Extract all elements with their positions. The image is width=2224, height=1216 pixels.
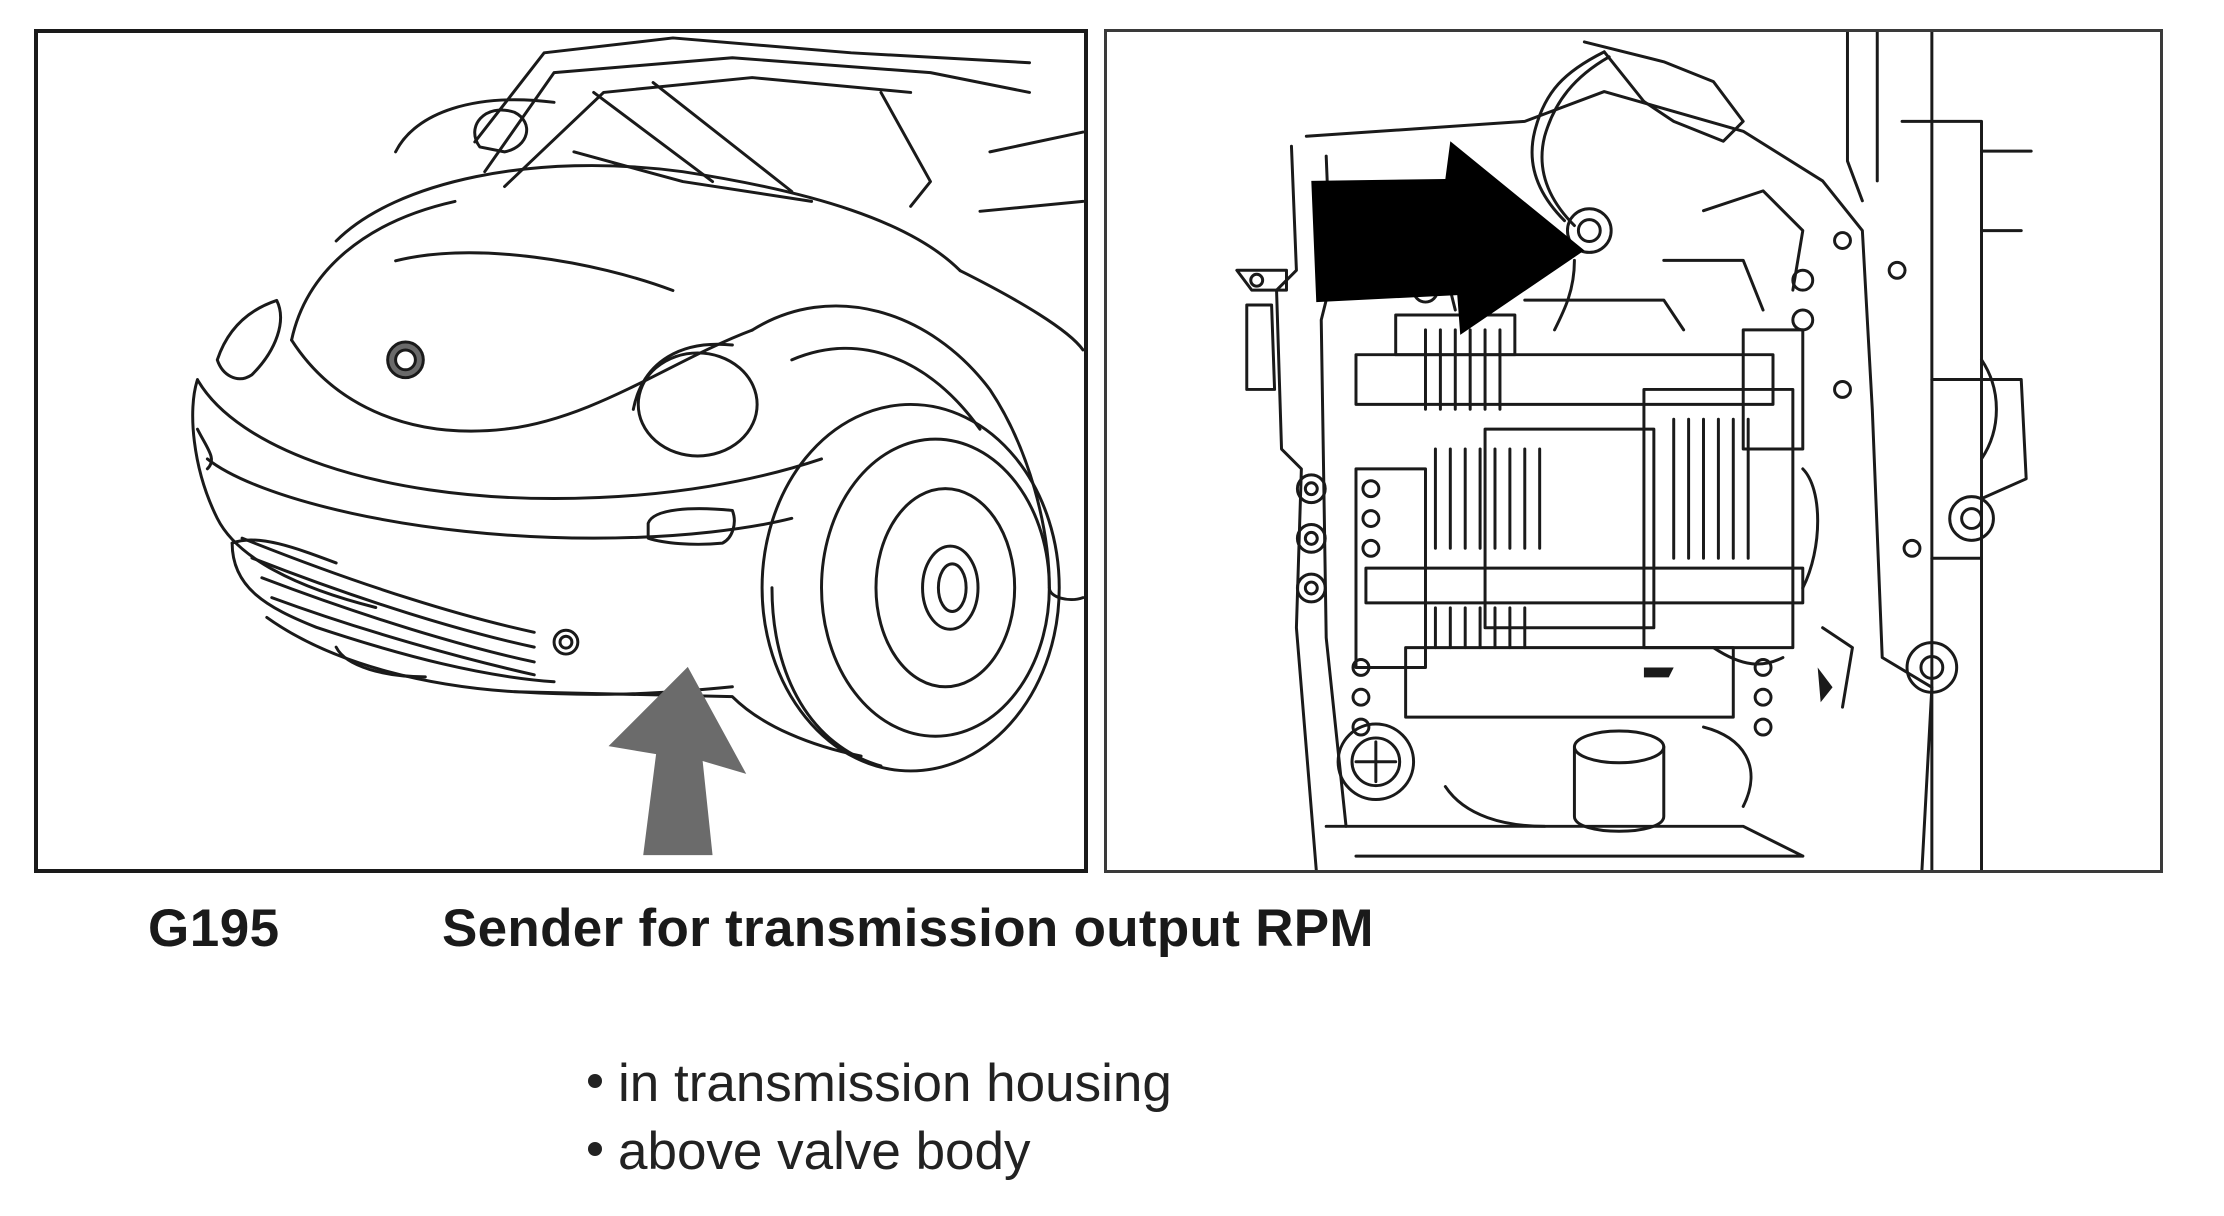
- location-list: in transmission housing above valve body: [588, 1050, 1172, 1186]
- valve-body-drawing: [1235, 32, 2033, 870]
- location-text: above valve body: [618, 1122, 1031, 1181]
- bullet-icon: [588, 1074, 602, 1088]
- component-code: G195: [148, 899, 280, 958]
- transmission-detail-illustration: [1104, 29, 2163, 873]
- location-item: in transmission housing: [588, 1050, 1172, 1118]
- vehicle-location-illustration: [34, 29, 1088, 873]
- right-arrow-icon: [1311, 141, 1585, 335]
- component-title: Sender for transmission output RPM: [442, 899, 1374, 958]
- location-text: in transmission housing: [618, 1054, 1172, 1113]
- up-arrow-icon: [608, 666, 747, 856]
- bullet-icon: [588, 1142, 602, 1156]
- car-front-drawing: [191, 36, 1084, 856]
- location-item: above valve body: [588, 1118, 1172, 1186]
